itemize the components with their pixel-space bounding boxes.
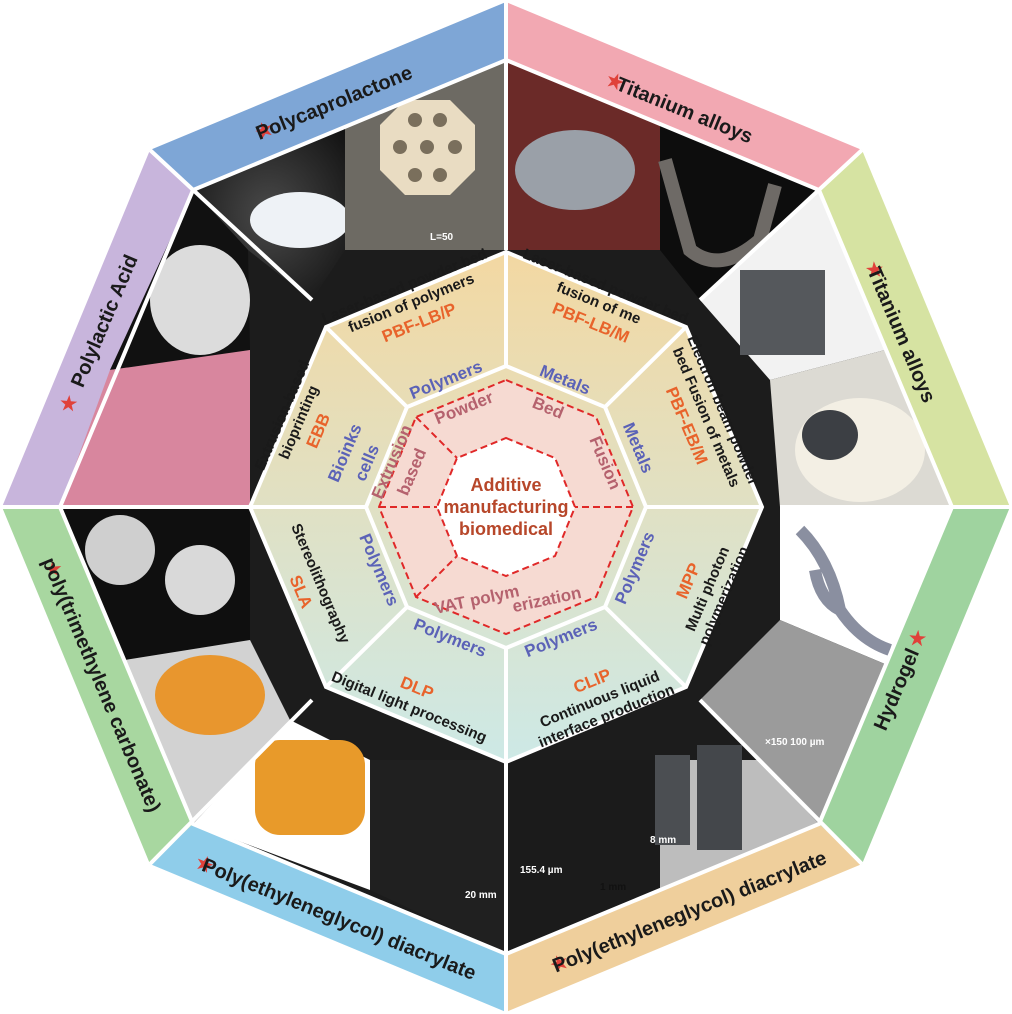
band-bottom-right <box>506 824 862 1012</box>
photo-label-pcl-scale: L=50 <box>430 232 454 243</box>
photo-label-pegda-a: 8 mm <box>650 835 676 846</box>
hydrogel-vessel-model <box>795 525 893 656</box>
band-top-right <box>506 2 862 190</box>
center-line-1: Additive <box>470 475 541 495</box>
ti-foam-cube <box>740 270 825 355</box>
process-ring-dividers <box>379 416 633 598</box>
band-top-left <box>150 2 506 190</box>
pegda-lattice-a <box>655 755 690 845</box>
band-bottom-left <box>150 824 506 1012</box>
band-left-bottom <box>2 507 193 864</box>
photo-label-pegda-b: 1 mm <box>600 882 626 893</box>
photo-dlp-organ <box>370 760 506 954</box>
photo-label-dlp-scale: 20 mm <box>465 890 497 901</box>
band-right-top <box>819 150 1010 507</box>
ti-mesh-implant <box>515 130 635 210</box>
ptmc-lattice-object <box>155 655 265 735</box>
band-right-bottom <box>819 507 1010 864</box>
pegda-lattice-b <box>697 745 742 850</box>
photo-label-pegda-strut: 155.4 µm <box>520 865 563 876</box>
photo-hydrogel-model <box>780 507 952 664</box>
ptmc-valve-a <box>85 515 155 585</box>
dlp-stent-object <box>255 740 365 835</box>
center-octagon <box>435 436 577 578</box>
technology-ring-spokes <box>250 252 762 762</box>
pla-printed-object <box>150 245 250 355</box>
band-left-top <box>2 150 193 507</box>
pcl-scaffold-holes <box>393 113 462 182</box>
center-line-2: manufacturing <box>443 497 568 517</box>
pcl-foam-object <box>250 192 350 248</box>
center-line-3: biomedical <box>459 519 553 539</box>
ti-cranial-mesh <box>802 410 858 460</box>
ti-jaw-implant <box>658 158 782 268</box>
ptmc-valve-b <box>165 545 235 615</box>
photo-label-hydrogel-scale: ×150 100 µm <box>765 737 825 748</box>
